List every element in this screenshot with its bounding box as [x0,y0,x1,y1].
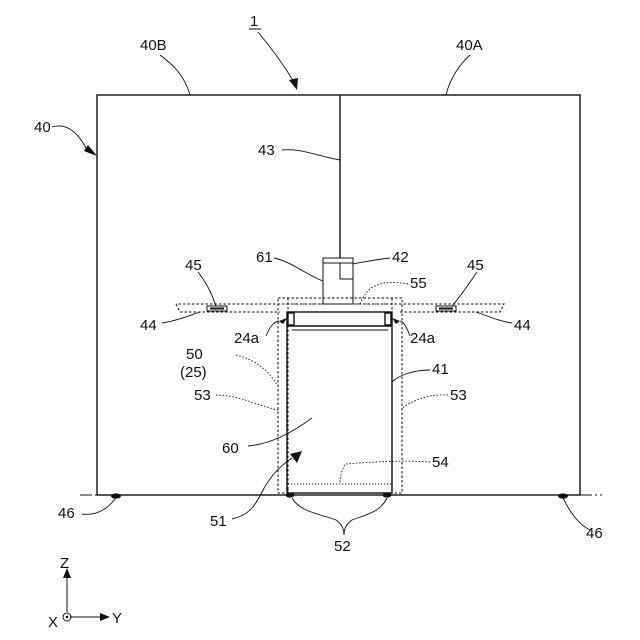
leader-52 [292,498,387,535]
leader-46-left [82,498,116,514]
axis-y-arrow [100,613,110,621]
container-41 [287,312,392,493]
label-fig: 1 [250,13,258,30]
label-54: 54 [432,454,449,471]
label-52: 52 [334,538,351,555]
leader-44-left [162,312,200,323]
label-44-left: 44 [140,317,157,334]
pad-44-right-inner [439,308,453,310]
tray-54 [288,484,392,493]
leader-43 [282,150,340,160]
leader-53-left [216,395,278,410]
label-53-left: 53 [194,387,211,404]
foot-46-right [558,493,568,498]
leader-40A [446,55,470,95]
leader-40 [52,126,88,152]
label-61: 61 [256,249,273,266]
label-60: 60 [222,440,239,457]
axis-x-dot [66,616,69,619]
label-45-left: 45 [185,257,202,274]
leader-50 [236,355,278,386]
leader-44-right [476,312,512,323]
leader-61 [274,258,323,281]
leader-45-left [198,272,216,306]
label-55: 55 [410,275,427,292]
leader-54 [340,461,430,484]
label-24a-right: 24a [410,330,436,347]
leader-53-right [402,395,448,408]
bracket-24a-left [288,313,294,325]
label-53-right: 53 [450,387,467,404]
foot-46-left [111,493,121,498]
label-46-right: 46 [586,525,603,542]
column-42 [323,258,353,304]
label-43: 43 [258,142,275,159]
leader-24a-left [266,321,279,336]
axis-z-label: Z [60,555,69,572]
leader-60 [248,418,312,446]
pad-44-left-inner [210,308,224,310]
label-46-left: 46 [58,505,75,522]
label-45-right: 45 [467,257,484,274]
housing-40 [97,95,580,495]
label-25: (25) [180,364,207,381]
leader-42 [353,258,390,264]
label-41: 41 [432,361,449,378]
bracket-24a-right [385,313,391,325]
leader-45-right [452,272,477,306]
leader-40B [160,55,190,95]
axis-x-label: X [48,614,58,631]
leader-51 [232,458,292,519]
leader-1 [258,32,294,82]
arrow-40 [84,145,97,156]
plate-outline [176,304,280,312]
arrow-24a-right [392,318,400,324]
frame-50 [278,298,402,493]
foot-52-left [286,492,295,497]
axis-y-label: Y [112,610,122,627]
label-42: 42 [392,249,409,266]
label-50: 50 [186,346,203,363]
label-51: 51 [210,513,227,530]
label-40B: 40B [140,37,167,54]
arrow-24a-left [279,318,287,324]
arrow-51 [290,451,302,463]
label-40: 40 [34,119,51,136]
label-44-right: 44 [514,317,531,334]
leader-41 [392,370,430,382]
foot-52-right [383,492,392,497]
arrow-1 [289,78,298,90]
label-24a-left: 24a [234,330,260,347]
leader-55 [360,282,408,304]
label-40A: 40A [456,37,483,54]
